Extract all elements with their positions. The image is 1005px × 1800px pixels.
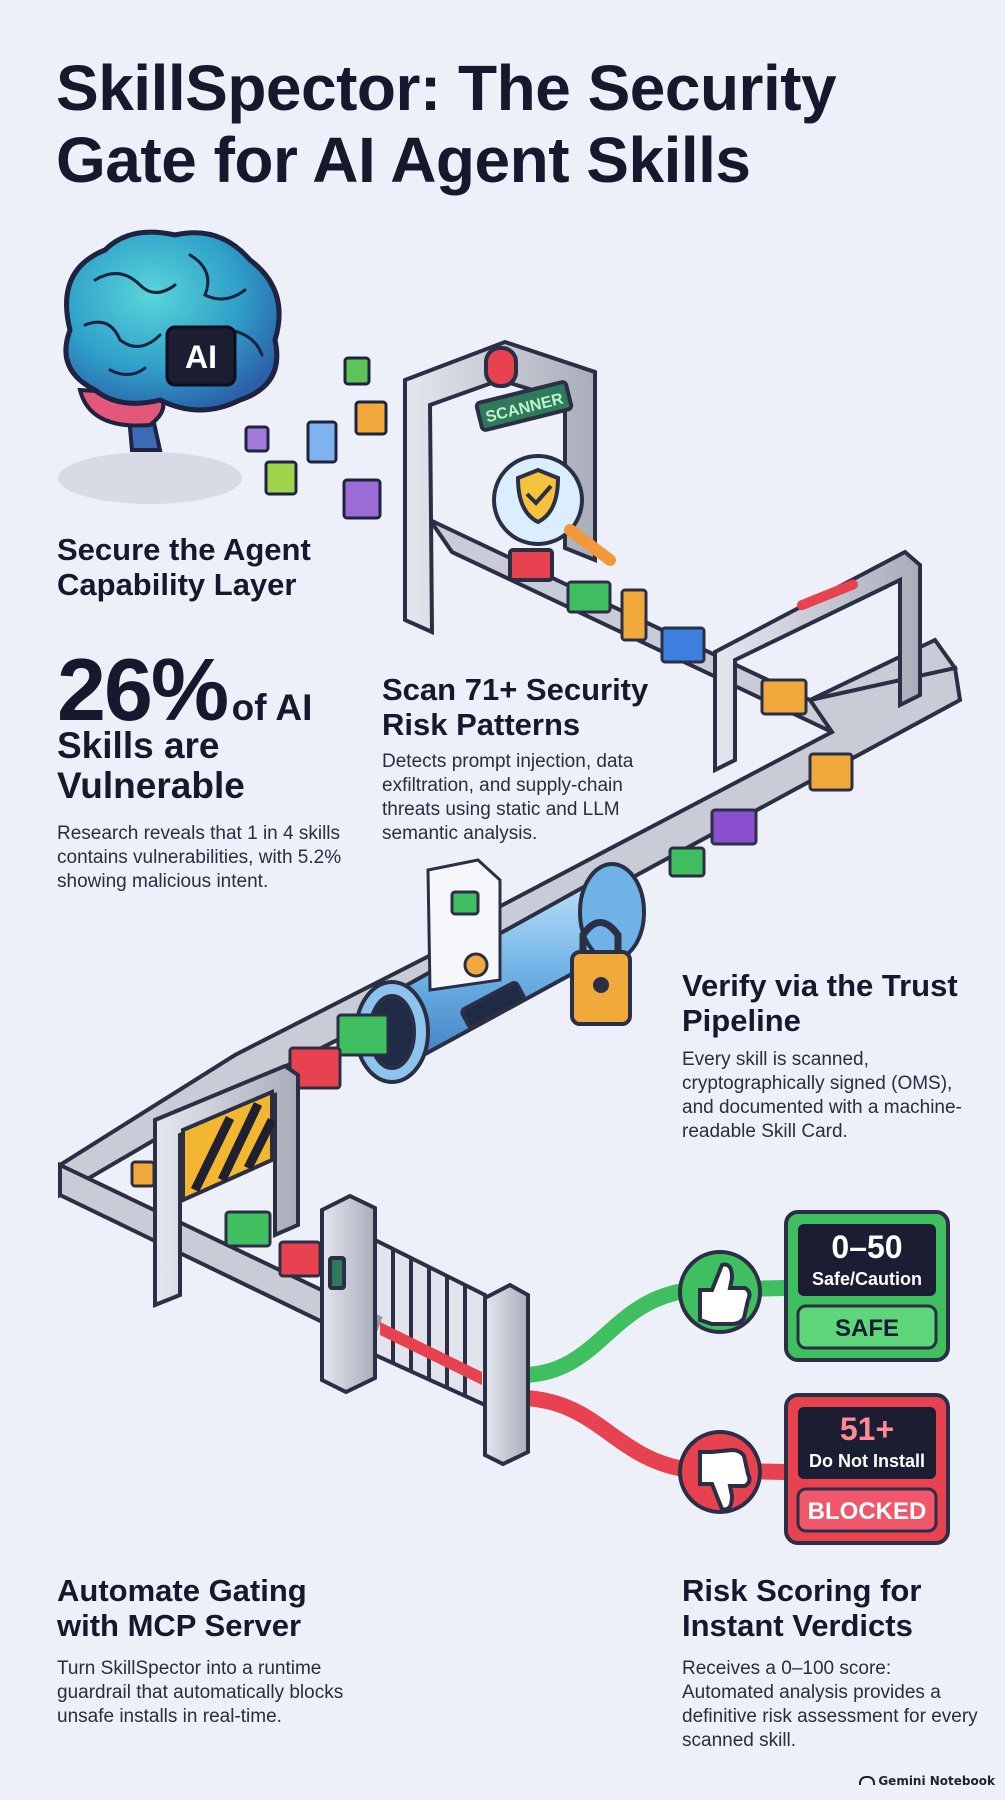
notebook-logo-icon [859, 1776, 876, 1785]
cube-icon [566, 580, 612, 614]
padlock-keyhole [593, 977, 609, 993]
cube-icon [668, 846, 706, 878]
cube-icon [244, 425, 270, 453]
verdict-card-blocked: 51+ Do Not Install BLOCKED [784, 1393, 950, 1545]
cube-icon [620, 588, 648, 642]
ai-chip-label: AI [185, 339, 217, 375]
cube-icon [760, 678, 808, 716]
padlock-shackle [579, 919, 622, 955]
blocked-caption: Do Not Install [809, 1451, 925, 1471]
gate-post-right [483, 1282, 530, 1467]
footer-text: Gemini Notebook [878, 1774, 995, 1788]
gate-post-display [328, 1256, 346, 1290]
certificate-seal [463, 952, 489, 978]
pipeline-label [460, 981, 526, 1029]
cube-icon [342, 478, 382, 520]
thumbs-down-icon [678, 1430, 762, 1514]
risk-body: Receives a 0–100 score: Automated analys… [682, 1658, 978, 1751]
cube-icon [710, 808, 758, 846]
mcp-body: Turn SkillSpector into a runtime guardra… [57, 1658, 344, 1727]
cube-icon [354, 400, 388, 436]
certificate-paper [426, 858, 502, 992]
certificate-icon [426, 858, 502, 992]
gate-red-light [380, 1322, 482, 1385]
risk-block: Risk Scoring for Instant Verdicts Receiv… [682, 1573, 982, 1753]
scan-heading: Scan 71+ Security Risk Patterns [382, 672, 649, 742]
gate-bars [391, 1250, 467, 1396]
safe-label-box [796, 1304, 938, 1350]
cube-icon [508, 548, 554, 582]
blocked-label: BLOCKED [808, 1498, 927, 1525]
capability-heading: Secure the Agent Capability Layer [57, 532, 311, 602]
padlock-icon [570, 919, 632, 1026]
brain-icon: AI [58, 229, 282, 504]
cube-icon [224, 1210, 272, 1248]
cube-icon [278, 1240, 322, 1278]
verify-block: Verify via the Trust Pipeline Every skil… [682, 968, 982, 1144]
certificate-lock [450, 890, 480, 916]
barrier-icon [153, 1063, 300, 1308]
scan-body: Detects prompt injection, data exfiltrat… [382, 751, 634, 844]
blocked-card-panel [798, 1407, 936, 1479]
safe-caption: Safe/Caution [812, 1269, 922, 1289]
page-title: SkillSpector: The Security Gate for AI A… [56, 52, 837, 196]
shield-check-icon [515, 467, 561, 525]
cube-icon [130, 1160, 156, 1188]
floating-cubes [244, 356, 388, 520]
thumbs-up-icon [678, 1250, 762, 1334]
stat-suffix: of AI [231, 687, 313, 728]
cube-icon [306, 420, 338, 464]
blocked-label-box [796, 1487, 938, 1533]
risk-heading: Risk Scoring for Instant Verdicts [682, 1573, 922, 1643]
footer-credit: Gemini Notebook [859, 1774, 995, 1788]
belt-cubes [566, 580, 854, 878]
cube-icon [808, 752, 854, 792]
brain-shadow [58, 452, 242, 504]
safe-label: SAFE [835, 1315, 899, 1342]
stat-rest: Skills are Vulnerable [57, 725, 245, 806]
gate-post-left [320, 1193, 377, 1395]
pipeline-icon [354, 862, 646, 1084]
checkpoint-arch [713, 549, 922, 774]
cube-icon [343, 356, 371, 386]
cube-icon [660, 626, 706, 664]
verify-body: Every skill is scanned, cryptographicall… [682, 1049, 962, 1142]
barrier-stripe-marks [190, 1102, 277, 1192]
stat-body: Research reveals that 1 in 4 skills cont… [57, 823, 342, 892]
scan-block: Scan 71+ Security Risk Patterns Detects … [382, 672, 682, 846]
magnifier-handle [564, 524, 616, 566]
cube-icon [336, 1013, 390, 1057]
blocked-path [517, 1390, 793, 1480]
checkpoint-light [796, 579, 858, 611]
verdict-card-safe: 0–50 Safe/Caution SAFE [784, 1210, 950, 1362]
verify-heading: Verify via the Trust Pipeline [682, 968, 958, 1038]
belt-cubes-lower [130, 1013, 390, 1278]
pipeline-ring-back [578, 862, 646, 962]
stat-block: 26% of AI Skills are Vulnerable Research… [57, 646, 377, 894]
safe-range: 0–50 [831, 1229, 902, 1265]
alarm-light-icon [484, 346, 518, 388]
mcp-block: Automate Gating with MCP Server Turn Ski… [57, 1573, 357, 1729]
gate-icon [320, 1193, 530, 1467]
safe-card-panel [798, 1224, 936, 1296]
shield-check-mark [525, 484, 553, 506]
blocked-range: 51+ [840, 1411, 894, 1447]
thumbs-down-hand [698, 1447, 752, 1512]
scanner-sign [474, 380, 574, 432]
scanner-gate-icon: SCANNER [403, 339, 616, 636]
stat-headline: 26% of AI [57, 646, 377, 734]
safe-path [517, 1280, 793, 1383]
mcp-heading: Automate Gating with MCP Server [57, 1573, 307, 1643]
stat-value: 26% [57, 640, 229, 739]
cube-icon [264, 460, 298, 496]
thumbs-up-hand [698, 1262, 752, 1326]
ai-chip [165, 325, 237, 387]
